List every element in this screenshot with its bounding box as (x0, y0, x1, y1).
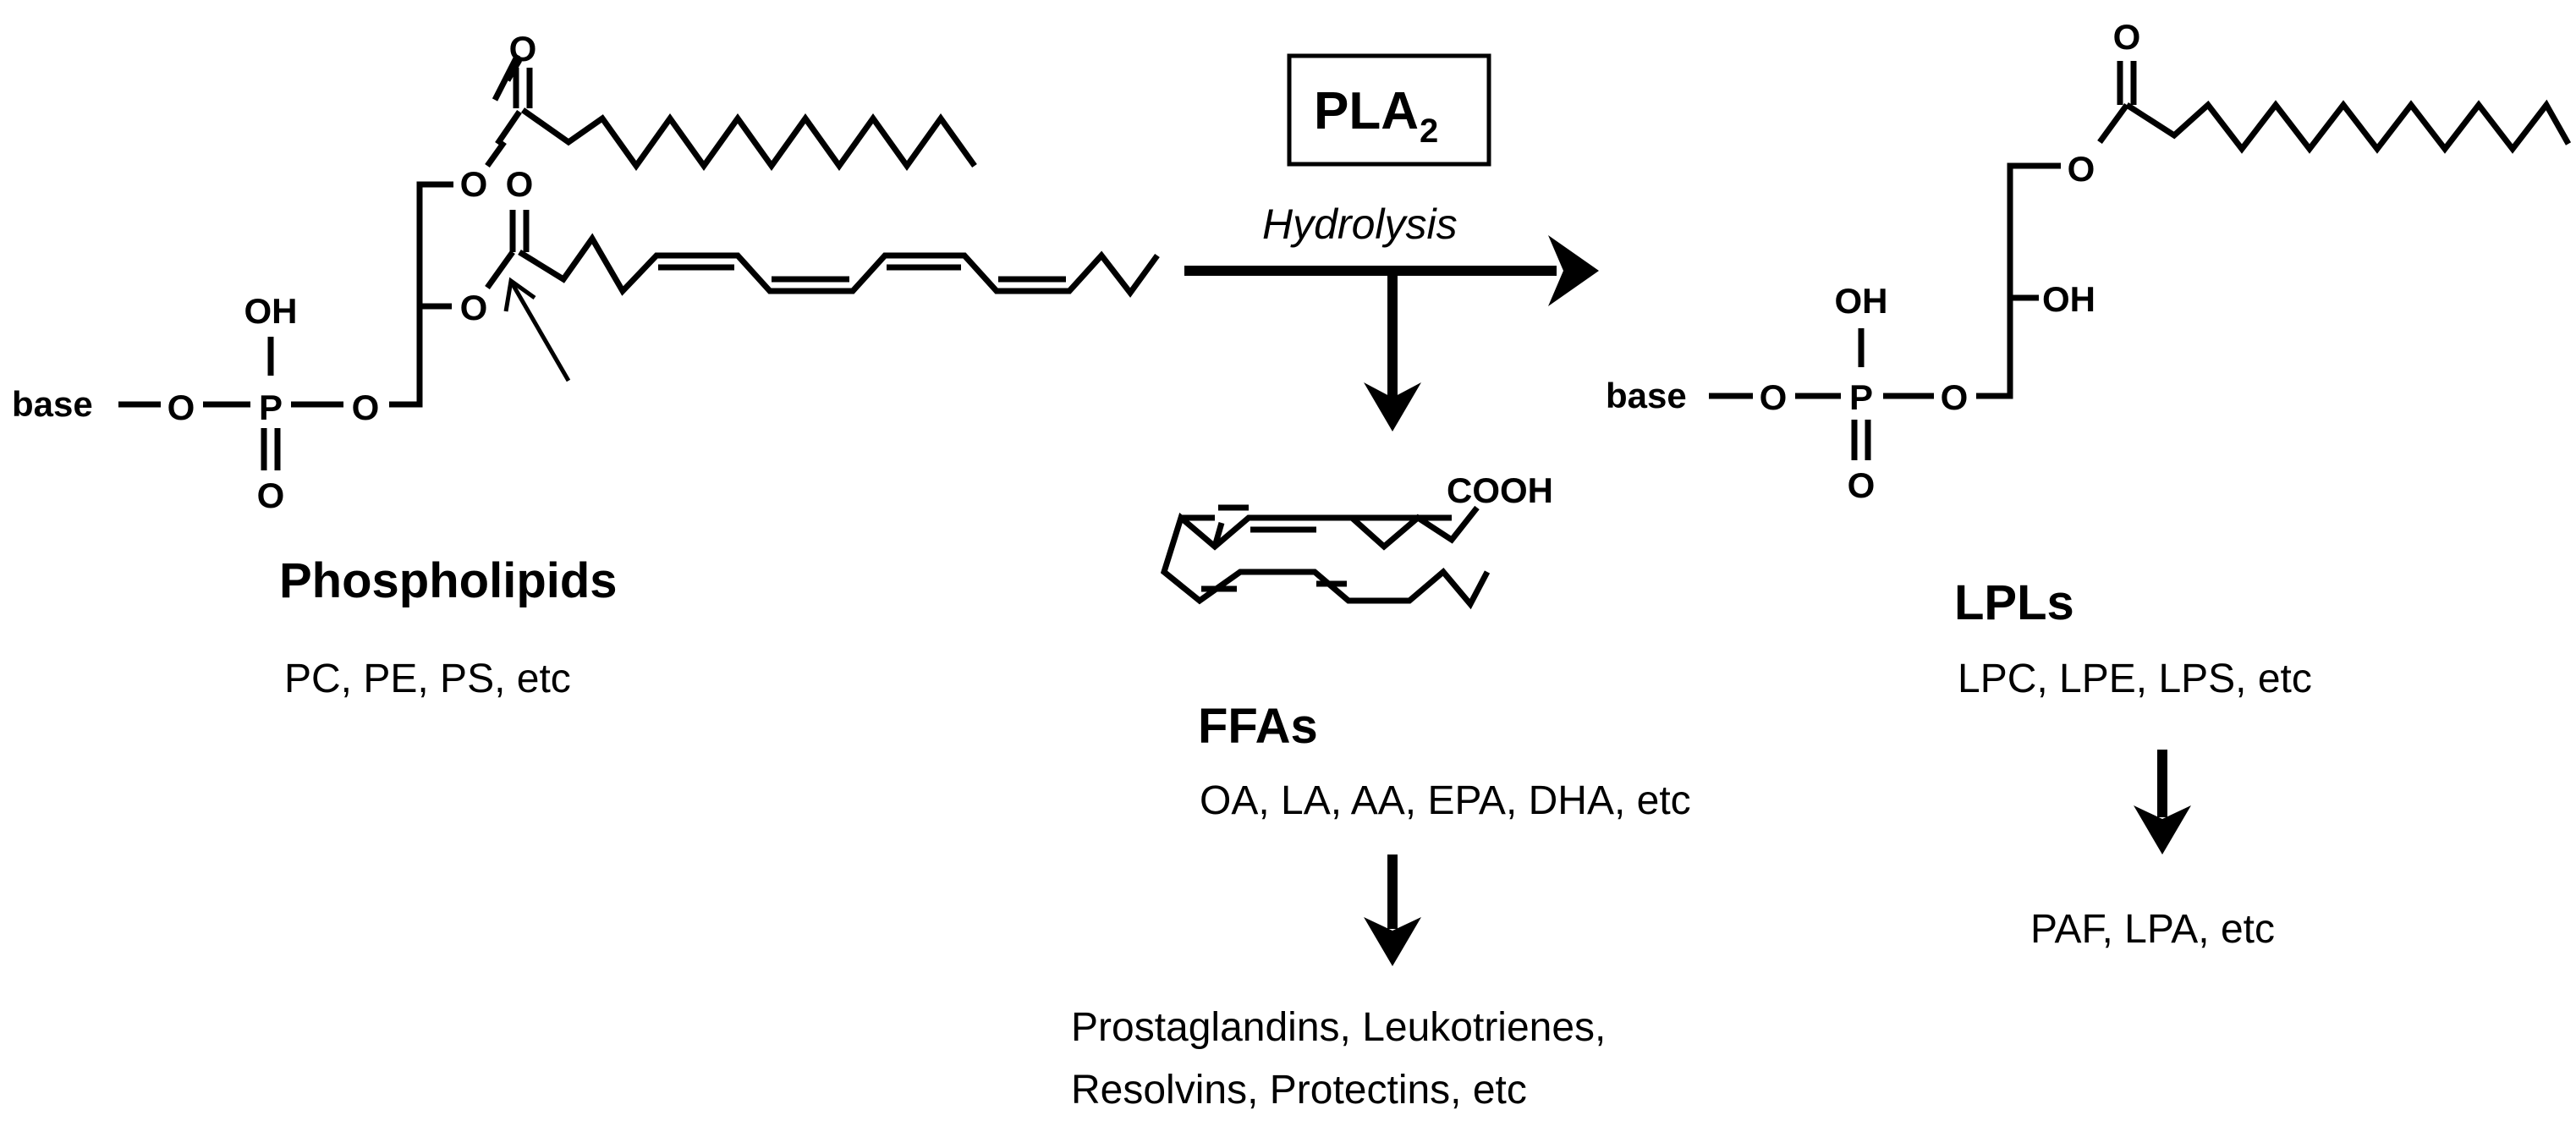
lpl-phosphorus-atom: P (1849, 377, 1873, 417)
enzyme-box: PLA 2 (1287, 53, 1491, 167)
ffa-metabolism-arrow (1364, 854, 1421, 966)
lpl-metabolism-arrow (2134, 750, 2191, 854)
ffa-products-line1: Prostaglandins, Leukotrienes, (1071, 1005, 1606, 1050)
hydrolysis-arrow (1184, 235, 1599, 306)
sn1-ester: O (492, 29, 537, 146)
carboxyl-group: COOH (1447, 470, 1553, 510)
lpls-title: LPLs (1954, 575, 2074, 630)
reaction-label: Hydrolysis (1262, 201, 1458, 248)
lpl-phosphate-ester-oxygen-right: O (1941, 377, 1969, 417)
phospholipids-examples: PC, PE, PS, etc (284, 657, 571, 701)
sn1-carbonyl-oxygen: O (509, 29, 537, 69)
phospholipids-title: Phospholipids (279, 553, 618, 608)
sn2-ester-oxygen: O (460, 288, 488, 327)
phosphate-ester-oxygen-left: O (168, 387, 195, 427)
phosphate-ester-oxygen-right: O (352, 387, 380, 427)
lpl-phosphate-hydroxyl: OH (1835, 281, 1888, 321)
base-group: base (12, 384, 93, 424)
sn2-carbonyl-oxygen: O (506, 164, 534, 204)
lpl-glycerol-backbone (1976, 162, 2061, 399)
sn2-acyl-chain (518, 233, 1160, 298)
phosphorus-atom: P (259, 387, 283, 427)
enzyme-subscript: 2 (1420, 113, 1438, 150)
phospholipid-structure: O O O O O P OH O O (12, 29, 1160, 515)
lpl-carbonyl-oxygen: O (2113, 17, 2141, 57)
sn1-acyl-chain (520, 107, 977, 172)
lpl-products: PAF, LPA, etc (2030, 907, 2275, 952)
lpl-phosphate-ester-oxygen-left: O (1760, 377, 1788, 417)
enzyme-name: PLA (1314, 82, 1419, 140)
lpls-examples: LPC, LPE, LPS, etc (1958, 657, 2312, 701)
lpl-ester-oxygen: O (2068, 149, 2095, 189)
ffas-title: FFAs (1198, 699, 1318, 754)
phosphate-double-oxygen: O (257, 475, 285, 515)
lysophospholipid-structure: O O OH O P OH O O base (1606, 17, 2572, 505)
sn1-ester-oxygen: O (460, 164, 488, 204)
glycerol-backbone (389, 181, 453, 408)
lpl-phosphate-double-oxygen: O (1848, 465, 1876, 505)
ffas-examples: OA, LA, AA, EPA, DHA, etc (1200, 778, 1691, 823)
lpl-acyl-chain (2125, 99, 2572, 154)
ffa-structure: COOH (1160, 470, 1553, 610)
ffa-release-arrow (1364, 271, 1421, 431)
phosphate-hydroxyl: OH (244, 291, 298, 331)
lpl-base-group: base (1606, 376, 1687, 415)
lpl-sn2-hydroxyl: OH (2042, 279, 2095, 319)
ffa-products-line2: Resolvins, Protectins, etc (1071, 1068, 1527, 1113)
cleavage-site-arrow (510, 283, 571, 382)
